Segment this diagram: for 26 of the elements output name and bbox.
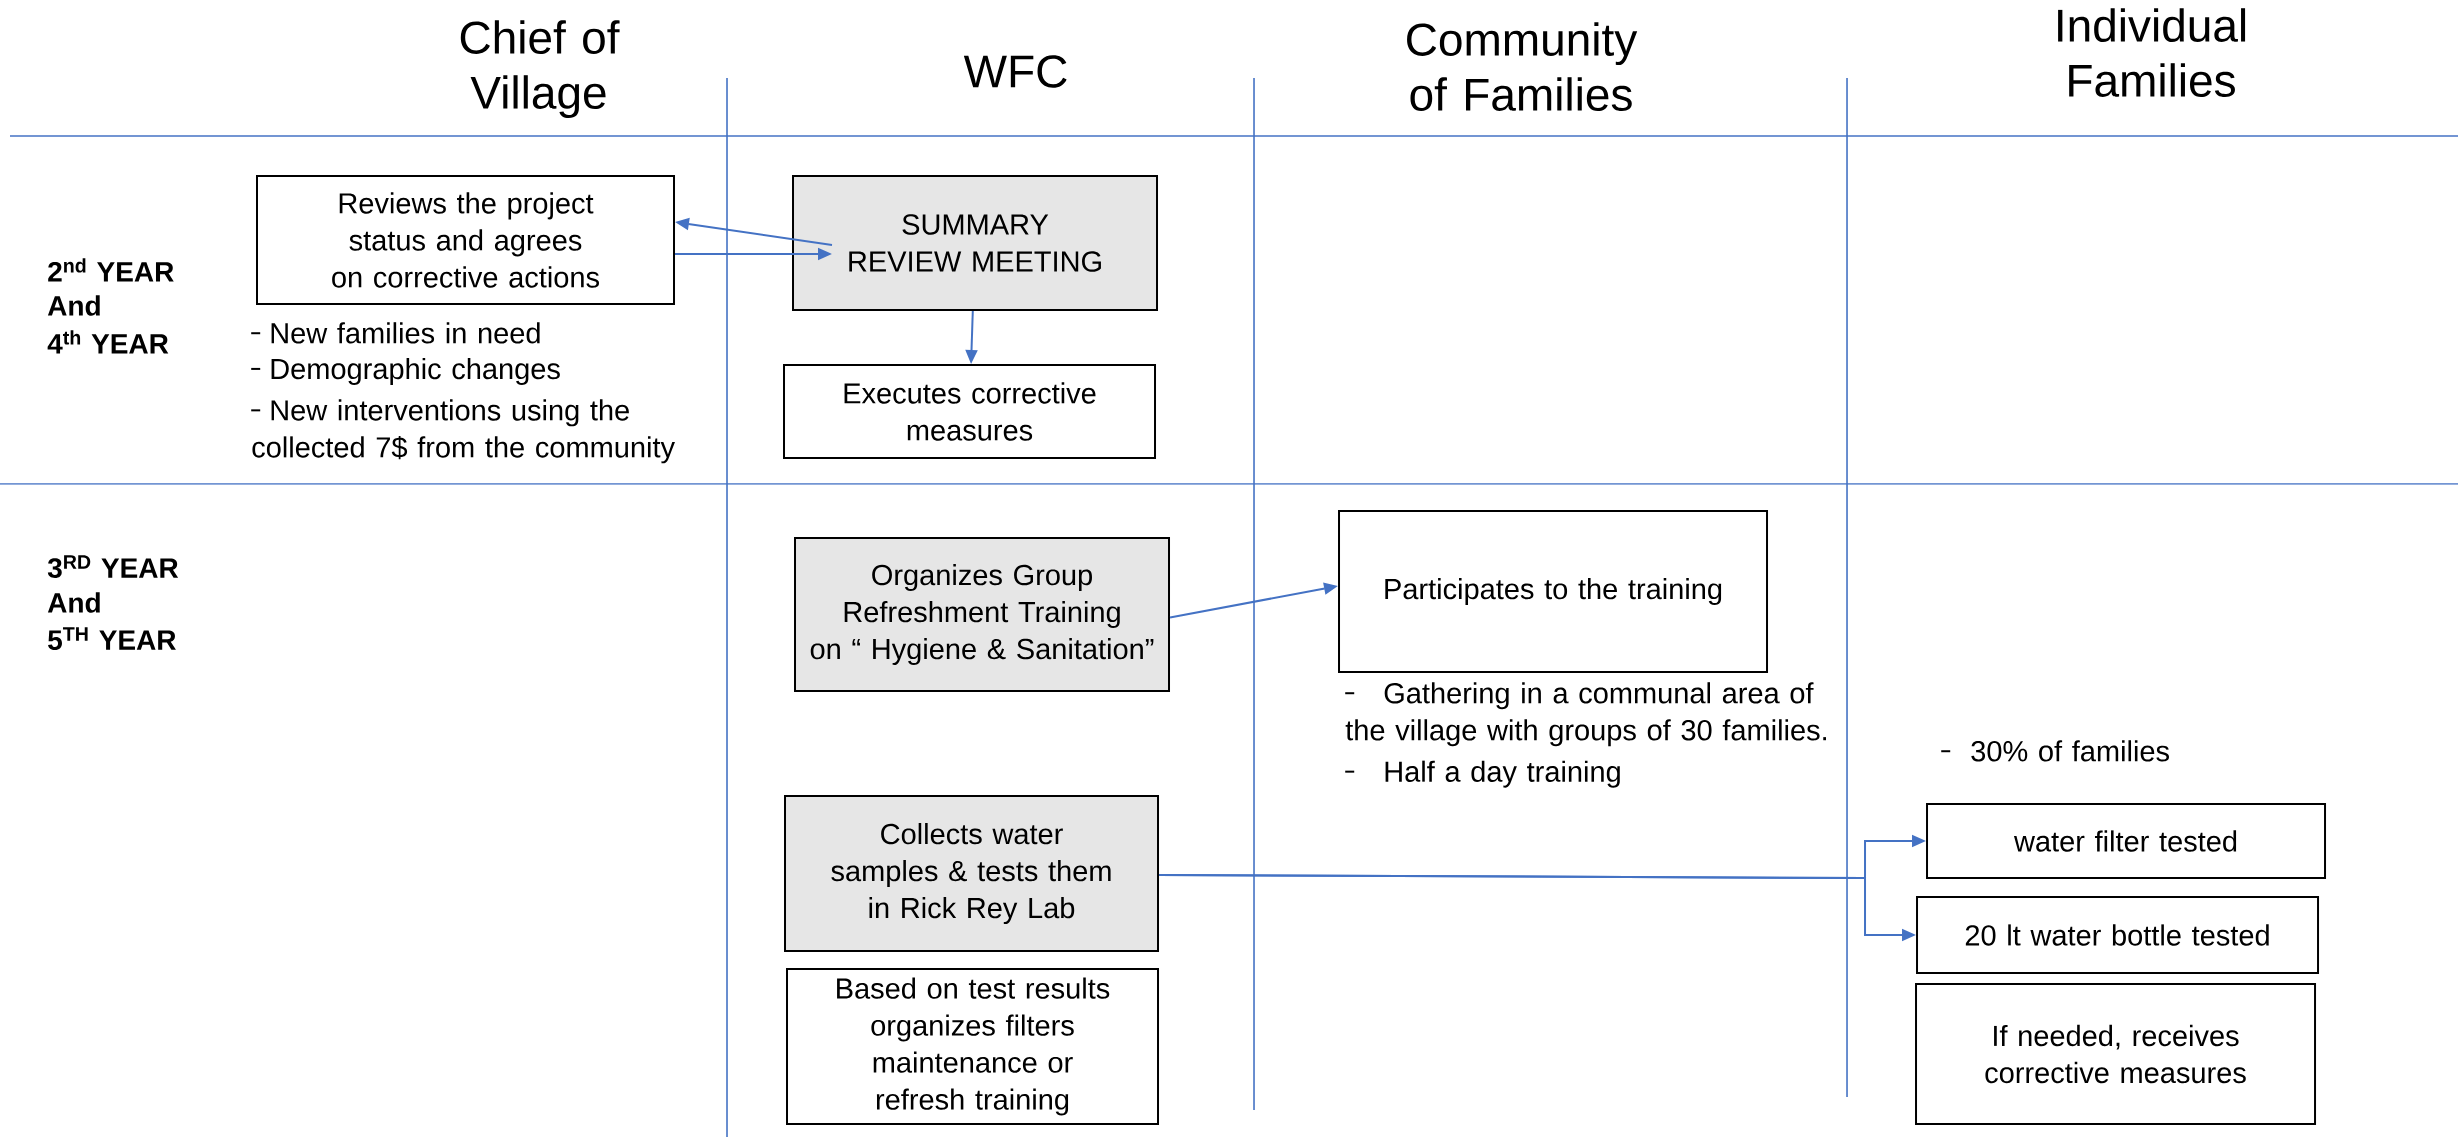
column-header: Individual Families — [2058, 8, 2246, 97]
row-label: And — [47, 295, 100, 316]
process-box: water filter tested — [1926, 803, 2327, 879]
column-header: WFC — [963, 55, 1067, 88]
bullet-item: Half a day training — [1344, 760, 1620, 788]
bullet-item: 30% of families — [1940, 740, 2169, 762]
column-header: Community of Families — [1407, 22, 1638, 111]
process-box: Executes corrective measures — [783, 364, 1156, 459]
process-box: Organizes Group Refreshment Training on “ Hygiene & Sanitation” — [794, 537, 1170, 692]
bullet-item: Gathering in a communal area of the village with groups of 30 families. — [1344, 682, 1826, 747]
bullet-item: New families in need — [250, 322, 540, 344]
column-header: Chief of Village — [460, 20, 620, 119]
process-box: 20 lt water bottle tested — [1916, 896, 2320, 974]
row-label: And — [47, 592, 100, 613]
bullet-item: Demographic changes — [250, 357, 560, 385]
row-label: 5$^{TH}$ YEAR — [48, 627, 176, 650]
row-label: 2$^{nd}$ YEAR — [48, 258, 174, 282]
process-box: Based on test results organizes filters maintenance or refresh training — [786, 968, 1159, 1125]
row-label: 3$^{RD}$ YEAR — [47, 555, 179, 579]
process-box: Reviews the project status and agrees on corrective actions — [256, 175, 675, 305]
process-box: Participates to the training — [1338, 510, 1768, 673]
process-box: If needed, receives corrective measures — [1915, 983, 2317, 1125]
row-label: 4$^{th}$ YEAR — [47, 330, 169, 354]
process-box: Collects water samples & tests them in Rick Rey Lab — [784, 795, 1159, 952]
bullet-item: New interventions using the collected 7$ from the community — [250, 399, 675, 464]
process-box: SUMMARY REVIEW MEETING — [792, 175, 1158, 311]
